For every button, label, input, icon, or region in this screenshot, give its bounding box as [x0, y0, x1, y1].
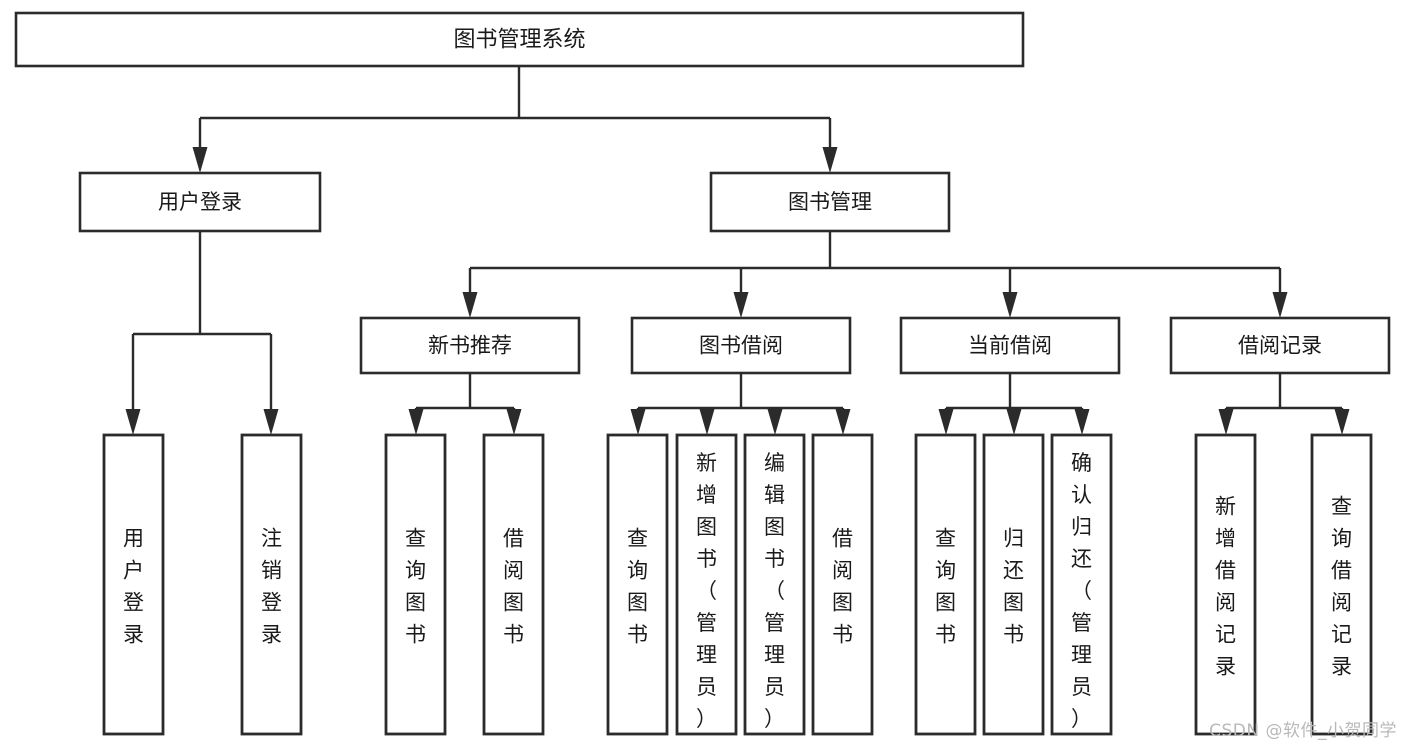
connector-arrow-icon: [192, 147, 208, 173]
level2-node-box[interactable]: [78, 171, 322, 233]
leaf-node-label: 借阅图书: [503, 526, 524, 646]
leaf-node-label: 编辑图书（管理员）: [764, 451, 785, 731]
level3-node-book-borrow[interactable]: 图书借阅: [630, 316, 852, 375]
level3-node-new-book-recommend[interactable]: 新书推荐: [359, 316, 581, 375]
connector-arrow-icon: [822, 147, 838, 173]
connector-arrow-icon: [1002, 292, 1018, 318]
connector-group-conn-book-borrow: [630, 373, 851, 435]
leaf-node-leaf-borrow-book-2[interactable]: 借阅图书: [811, 433, 874, 736]
level2-node-label: 用户登录: [158, 190, 242, 214]
root-node-root[interactable]: 图书管理系统: [14, 11, 1025, 68]
connector-arrow-icon: [125, 409, 141, 435]
level3-node-label: 当前借阅: [968, 334, 1052, 358]
leaf-node-leaf-return-book[interactable]: 归还图书: [982, 433, 1045, 736]
level3-node-box[interactable]: [1169, 316, 1391, 375]
connector-arrow-icon: [462, 292, 478, 318]
level3-node-borrow-record[interactable]: 借阅记录: [1169, 316, 1391, 375]
leaf-node-box[interactable]: [1050, 433, 1113, 736]
leaf-node-leaf-edit-book[interactable]: 编辑图书（管理员）: [743, 433, 806, 736]
leaf-node-leaf-logout[interactable]: 注销登录: [240, 433, 303, 736]
leaf-node-label: 归还图书: [1003, 526, 1024, 646]
connector-arrow-icon: [1074, 409, 1090, 435]
leaf-node-box[interactable]: [1194, 433, 1257, 736]
connector-arrow-icon: [1334, 409, 1350, 435]
level3-node-label: 借阅记录: [1238, 334, 1322, 358]
leaf-node-label: 确认归还（管理员）: [1071, 451, 1092, 731]
level3-node-box[interactable]: [899, 316, 1121, 375]
connector-arrow-icon: [408, 409, 424, 435]
leaf-node-leaf-borrow-book-1[interactable]: 借阅图书: [482, 433, 545, 736]
connectors-layer: [125, 66, 1350, 435]
csdn-watermark: CSDN @软件_小贺同学: [1209, 721, 1397, 741]
connector-arrow-icon: [506, 409, 522, 435]
level2-node-user-login[interactable]: 用户登录: [78, 171, 322, 233]
level3-node-label: 图书借阅: [699, 334, 783, 358]
leaf-node-leaf-add-borrow-record[interactable]: 新增借阅记录: [1194, 433, 1257, 736]
leaf-node-label: 用户登录: [123, 526, 144, 646]
connector-arrow-icon: [733, 292, 749, 318]
leaf-node-leaf-user-login[interactable]: 用户登录: [102, 433, 165, 736]
connector-group-conn-borrow-record: [1218, 373, 1350, 435]
leaf-node-box[interactable]: [606, 433, 669, 736]
level2-node-box[interactable]: [709, 171, 951, 233]
root-node-box[interactable]: [14, 11, 1025, 68]
leaf-node-leaf-query-book-3[interactable]: 查询图书: [914, 433, 977, 736]
leaf-node-leaf-add-book[interactable]: 新增图书（管理员）: [675, 433, 738, 736]
leaf-node-box[interactable]: [482, 433, 545, 736]
leaf-node-box[interactable]: [675, 433, 738, 736]
connector-group-conn-new-book-recommend: [408, 373, 522, 435]
connector-arrow-icon: [263, 409, 279, 435]
connector-group-conn-current-borrow: [938, 373, 1090, 435]
connector-arrow-icon: [835, 409, 851, 435]
leaf-node-label: 查询借阅记录: [1331, 494, 1352, 678]
connector-arrow-icon: [1272, 292, 1288, 318]
root-node-label: 图书管理系统: [453, 28, 585, 53]
level3-node-box[interactable]: [630, 316, 852, 375]
leaf-node-label: 查询图书: [405, 526, 426, 646]
leaf-node-box[interactable]: [1310, 433, 1373, 736]
leaf-node-label: 查询图书: [935, 526, 956, 646]
leaf-node-leaf-query-book-1[interactable]: 查询图书: [384, 433, 447, 736]
connector-arrow-icon: [1218, 409, 1234, 435]
leaf-node-box[interactable]: [914, 433, 977, 736]
nodes-layer: 图书管理系统用户登录图书管理新书推荐图书借阅当前借阅借阅记录用户登录注销登录查询…: [14, 11, 1391, 736]
connector-group-conn-user-login: [125, 231, 279, 435]
leaf-node-leaf-query-book-2[interactable]: 查询图书: [606, 433, 669, 736]
leaf-node-leaf-confirm-return[interactable]: 确认归还（管理员）: [1050, 433, 1113, 736]
leaf-node-label: 注销登录: [261, 526, 282, 646]
leaf-node-label: 借阅图书: [832, 526, 853, 646]
level3-node-label: 新书推荐: [428, 334, 512, 358]
connector-group-conn-book-manage: [462, 231, 1288, 318]
level2-node-label: 图书管理: [788, 190, 872, 214]
connector-group-conn-root: [192, 66, 838, 173]
connector-arrow-icon: [938, 409, 954, 435]
leaf-node-label: 查询图书: [627, 526, 648, 646]
level3-node-box[interactable]: [359, 316, 581, 375]
connector-arrow-icon: [767, 409, 783, 435]
leaf-node-leaf-query-borrow-record[interactable]: 查询借阅记录: [1310, 433, 1373, 736]
leaf-node-label: 新增借阅记录: [1215, 494, 1236, 678]
connector-arrow-icon: [699, 409, 715, 435]
leaf-node-box[interactable]: [982, 433, 1045, 736]
leaf-node-box[interactable]: [240, 433, 303, 736]
leaf-node-box[interactable]: [102, 433, 165, 736]
connector-arrow-icon: [1006, 409, 1022, 435]
leaf-node-box[interactable]: [743, 433, 806, 736]
leaf-node-box[interactable]: [384, 433, 447, 736]
level3-node-current-borrow[interactable]: 当前借阅: [899, 316, 1121, 375]
connector-arrow-icon: [630, 409, 646, 435]
level2-node-book-manage[interactable]: 图书管理: [709, 171, 951, 233]
leaf-node-label: 新增图书（管理员）: [696, 451, 717, 731]
leaf-node-box[interactable]: [811, 433, 874, 736]
